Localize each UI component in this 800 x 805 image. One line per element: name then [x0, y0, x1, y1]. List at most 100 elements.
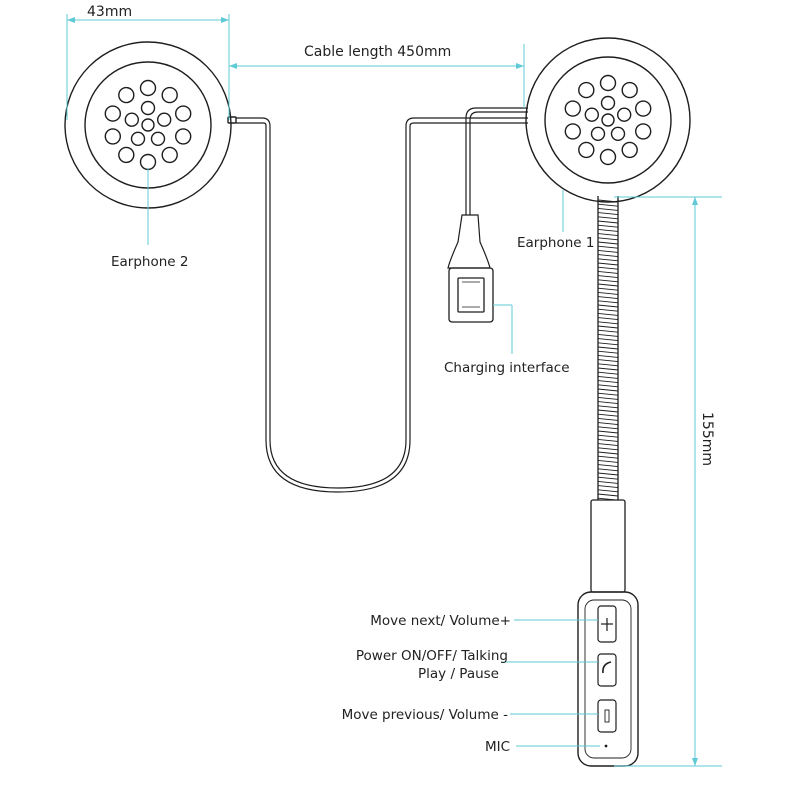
- boom-ring: [597, 485, 619, 489]
- boom-ring: [597, 405, 619, 409]
- speaker-hole: [600, 95, 616, 111]
- boom-ring: [597, 216, 619, 220]
- speaker-hole: [118, 86, 135, 104]
- move-next-label: Move next/ Volume+: [370, 613, 511, 629]
- earphone-width-label: 43mm: [87, 4, 132, 20]
- speaker-hole: [584, 107, 599, 122]
- speaker-hole: [139, 79, 157, 97]
- speaker-hole: [601, 113, 615, 127]
- speaker-hole: [104, 128, 122, 145]
- call-button[interactable]: [597, 653, 617, 687]
- boom-ring: [597, 249, 619, 253]
- boom-ring: [597, 275, 619, 279]
- mic-boom-length-label: 155mm: [699, 412, 715, 466]
- charging-interface-label: Charging interface: [444, 360, 570, 376]
- boom-ring: [597, 380, 619, 384]
- earphone-2-label: Earphone 2: [111, 254, 188, 270]
- boom-ring: [597, 384, 619, 388]
- boom-ring: [597, 468, 619, 472]
- boom-ring: [597, 388, 619, 392]
- speaker-hole: [140, 100, 156, 116]
- boom-ring: [597, 363, 619, 367]
- charging-connector: [448, 267, 494, 323]
- speaker-hole: [621, 81, 638, 99]
- boom-ring: [597, 279, 619, 283]
- mic-label: MIC: [485, 739, 510, 755]
- boom-ring: [597, 254, 619, 258]
- speaker-hole: [564, 100, 581, 117]
- boom-ring: [597, 291, 619, 295]
- power-label-line1: Power ON/OFF/ Talking: [356, 648, 508, 664]
- speaker-hole: [590, 126, 606, 142]
- boom-ring: [597, 333, 619, 337]
- boom-ring: [597, 199, 619, 203]
- boom-ring: [597, 207, 619, 211]
- speaker-hole: [139, 153, 157, 171]
- speaker-hole: [161, 146, 178, 164]
- earphone-1: [525, 37, 691, 203]
- boom-ring: [597, 287, 619, 291]
- boom-ring: [597, 447, 619, 451]
- cable-length-label: Cable length 450mm: [304, 44, 451, 60]
- boom-ring: [597, 354, 619, 358]
- boom-ring: [597, 396, 619, 400]
- boom-ring: [597, 228, 619, 232]
- speaker-hole: [599, 148, 617, 166]
- boom-ring: [597, 455, 619, 459]
- speaker-hole: [104, 105, 122, 122]
- boom-ring: [597, 220, 619, 224]
- boom-ring: [597, 266, 619, 270]
- boom-ring: [597, 300, 619, 304]
- speaker-hole: [130, 131, 146, 147]
- speaker-hole: [578, 81, 595, 99]
- boom-ring: [597, 472, 619, 476]
- phone-icon: [602, 661, 612, 674]
- boom-ring: [597, 237, 619, 241]
- boom-ring: [597, 359, 619, 363]
- boom-ring: [597, 480, 619, 484]
- boom-ring: [597, 312, 619, 316]
- boom-ring: [597, 430, 619, 434]
- speaker-hole: [621, 141, 638, 159]
- earphone-1-label: Earphone 1: [517, 235, 594, 251]
- remote-control: [577, 591, 639, 767]
- boom-ring: [597, 270, 619, 274]
- speaker-hole: [118, 146, 135, 164]
- speaker-hole: [617, 107, 632, 122]
- speaker-hole: [174, 105, 192, 122]
- boom-ring: [597, 296, 619, 300]
- speaker-hole: [635, 100, 652, 117]
- move-previous-label: Move previous/ Volume -: [342, 707, 509, 723]
- boom-ring: [597, 493, 619, 497]
- mic-boom: [590, 196, 626, 593]
- boom-ring: [597, 224, 619, 228]
- speaker-hole: [564, 123, 581, 140]
- boom-ring: [597, 308, 619, 312]
- arrow-heads: [67, 17, 698, 766]
- speaker-hole: [156, 112, 172, 127]
- plus-button[interactable]: [597, 605, 617, 643]
- boom-ring: [597, 459, 619, 463]
- speaker-hole: [150, 131, 166, 147]
- boom-ring: [597, 321, 619, 325]
- boom-ring: [597, 203, 619, 207]
- boom-ring: [597, 262, 619, 266]
- speaker-hole: [610, 126, 626, 142]
- speaker-hole: [161, 86, 178, 104]
- earphone-2-holes: [104, 79, 192, 171]
- boom-ring: [597, 212, 619, 216]
- connecting-cable: [236, 117, 528, 493]
- boom-ring: [597, 422, 619, 426]
- boom-ring: [597, 443, 619, 447]
- boom-ring: [597, 350, 619, 354]
- boom-ring: [597, 489, 619, 493]
- speaker-hole: [124, 112, 140, 127]
- boom-ring: [597, 451, 619, 455]
- boom-ring: [597, 434, 619, 438]
- minus-button[interactable]: [597, 699, 617, 733]
- boom-ring: [597, 375, 619, 379]
- boom-ring: [597, 346, 619, 350]
- boom-ring: [597, 325, 619, 329]
